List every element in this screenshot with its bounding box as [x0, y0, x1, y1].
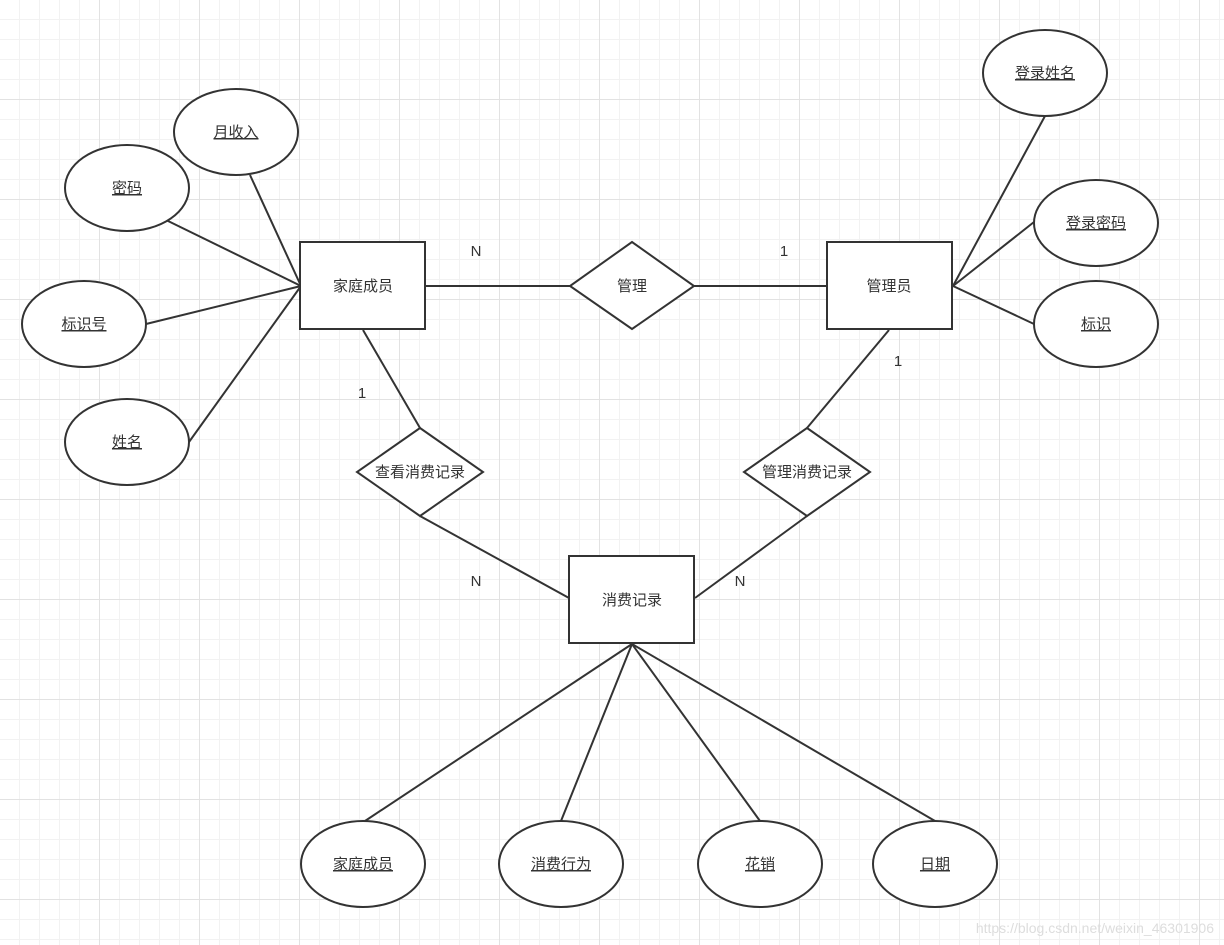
attribute-consumption-behavior-label: 消费行为 [531, 855, 591, 873]
edge-manage-records-record [694, 515, 808, 599]
cardinality-family-manage: N [471, 243, 482, 260]
relationship-manage-label: 管理 [617, 277, 647, 295]
edge-family-view [362, 329, 421, 429]
edge-record-behavior [560, 643, 633, 822]
edge-record-date [631, 643, 936, 822]
attribute-record-family-member[interactable]: 家庭成员 [300, 820, 426, 908]
cardinality-family-view: 1 [358, 385, 366, 402]
relationship-view-records-label: 查看消费记录 [375, 463, 465, 481]
attribute-password-label: 密码 [112, 179, 142, 197]
edge-admin-manage-records [806, 329, 890, 429]
cardinality-admin-manage-records: 1 [894, 353, 902, 370]
edge-admin-loginpassword [952, 221, 1035, 287]
attribute-login-name-label: 登录姓名 [1015, 64, 1075, 82]
attribute-login-password-label: 登录密码 [1066, 214, 1126, 232]
attribute-password[interactable]: 密码 [64, 144, 190, 232]
cardinality-record-view: N [471, 573, 482, 590]
attribute-consumption-behavior[interactable]: 消费行为 [498, 820, 624, 908]
attribute-spending-label: 花销 [745, 855, 775, 873]
edge-family-password [165, 219, 302, 287]
relationship-manage-records-label: 管理消费记录 [762, 463, 852, 481]
attribute-name-label: 姓名 [112, 433, 142, 451]
cardinality-record-manage-records: N [735, 573, 746, 590]
attribute-monthly-income-label: 月收入 [213, 123, 258, 141]
attribute-name[interactable]: 姓名 [64, 398, 190, 486]
attribute-id-number-label: 标识号 [61, 315, 106, 333]
entity-family-member[interactable]: 家庭成员 [299, 241, 426, 330]
attribute-login-name[interactable]: 登录姓名 [982, 29, 1108, 117]
edge-admin-identifier [952, 285, 1035, 325]
relationship-manage-records[interactable]: 管理消费记录 [742, 426, 872, 518]
edge-family-idnumber [145, 285, 302, 325]
edge-admin-loginname [952, 115, 1046, 287]
attribute-login-password[interactable]: 登录密码 [1033, 179, 1159, 267]
relationship-view-records[interactable]: 查看消费记录 [355, 426, 485, 518]
attribute-identifier-label: 标识 [1081, 315, 1111, 333]
attribute-date-label: 日期 [920, 855, 950, 873]
entity-admin[interactable]: 管理员 [826, 241, 953, 330]
entity-family-member-label: 家庭成员 [333, 277, 393, 295]
attribute-identifier[interactable]: 标识 [1033, 280, 1159, 368]
attribute-spending[interactable]: 花销 [697, 820, 823, 908]
entity-expense-record-label: 消费记录 [602, 591, 662, 609]
edge-record-spending [631, 643, 761, 822]
attribute-id-number[interactable]: 标识号 [21, 280, 147, 368]
entity-admin-label: 管理员 [866, 277, 911, 295]
edge-view-record [419, 515, 570, 599]
relationship-manage[interactable]: 管理 [568, 240, 696, 331]
edge-record-family [364, 643, 633, 822]
attribute-monthly-income[interactable]: 月收入 [173, 88, 299, 176]
entity-expense-record[interactable]: 消费记录 [568, 555, 695, 644]
watermark-text: https://blog.csdn.net/weixin_46301906 [976, 920, 1214, 936]
attribute-record-family-member-label: 家庭成员 [333, 855, 393, 873]
edge-family-income [249, 174, 302, 287]
attribute-date[interactable]: 日期 [872, 820, 998, 908]
edges [145, 115, 1046, 822]
cardinality-admin-manage: 1 [780, 243, 788, 260]
edge-family-name [188, 285, 302, 443]
